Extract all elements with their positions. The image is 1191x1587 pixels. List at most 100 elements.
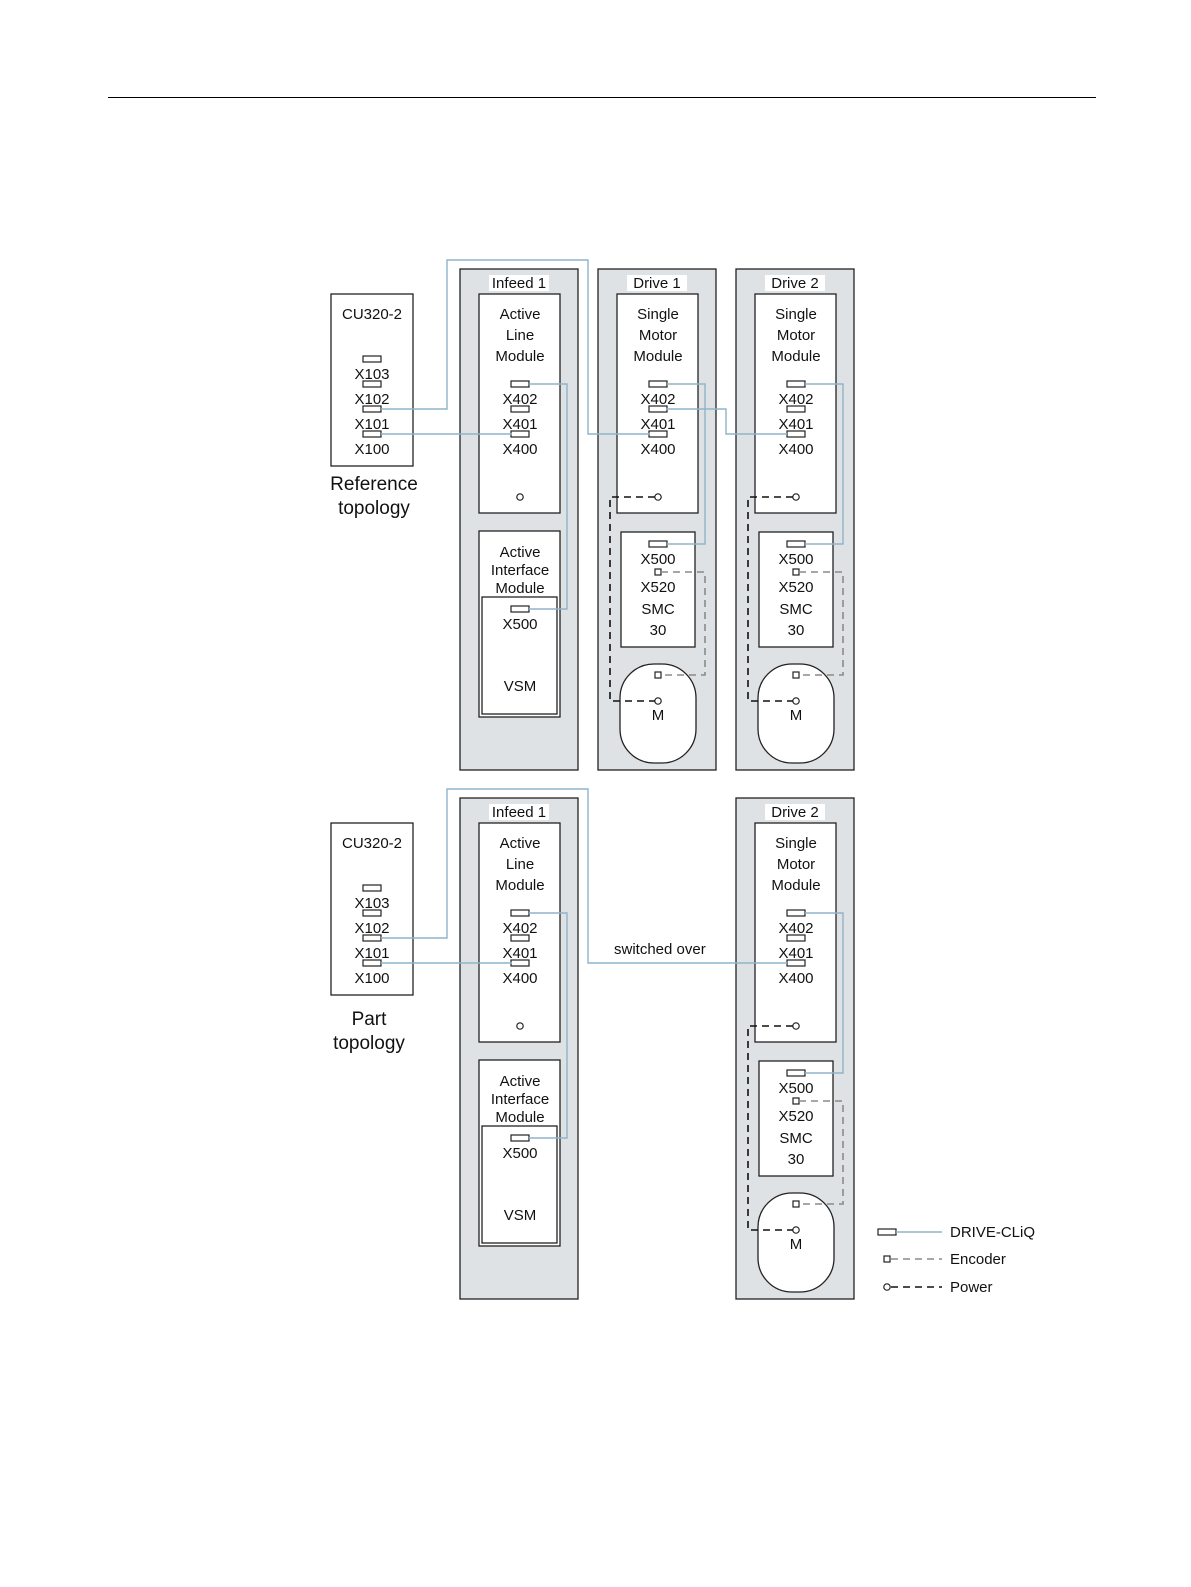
infeed-title: Infeed 1	[492, 275, 546, 292]
smc-label: SMC	[779, 601, 813, 618]
alm-port-label: X401	[502, 945, 537, 962]
alm-port-connector	[510, 430, 530, 438]
panel-title-bg	[489, 275, 549, 291]
smc-x500-connector	[786, 540, 806, 548]
drivecliq-link-x402-smc	[805, 912, 844, 1074]
cu-title: CU320-2	[342, 835, 402, 852]
encoder-cable	[799, 571, 844, 676]
legend-drivecliq-label: DRIVE-CLiQ	[950, 1224, 1035, 1241]
smm-label: Module	[771, 348, 820, 365]
motor-label: M	[790, 1236, 803, 1253]
panel-title-bg	[765, 275, 825, 291]
legend-encoder-icon	[883, 1255, 891, 1263]
vsm-port-connector	[510, 605, 530, 613]
drive-title: Drive 1	[633, 275, 681, 292]
aim-label: Active	[500, 544, 541, 561]
motor-encoder-connector	[654, 671, 662, 679]
single-motor-module-box	[616, 293, 699, 514]
alm-label: Line	[506, 856, 534, 873]
vsm-port-connector	[510, 1134, 530, 1142]
alm-label: Active	[500, 306, 541, 323]
cu-port-connector	[362, 380, 382, 388]
motor-power-terminal	[654, 697, 662, 705]
cu-port-connector	[362, 959, 382, 967]
motor-shape	[619, 663, 697, 764]
aim-label: Module	[495, 1109, 544, 1126]
vsm-port-label: X500	[502, 1145, 537, 1162]
active-line-module-box	[478, 822, 561, 1043]
drive-title: Drive 2	[771, 275, 819, 292]
panel-title-bg	[489, 804, 549, 820]
smm-port-label: X400	[778, 970, 813, 987]
smm-power-terminal	[654, 493, 662, 501]
switched-over-label: switched over	[614, 941, 706, 958]
cu-port-label: X102	[354, 391, 389, 408]
smc-label: 30	[650, 622, 667, 639]
motor-label: M	[790, 707, 803, 724]
smm-port-connector	[786, 380, 806, 388]
smm-port-label: X400	[640, 441, 675, 458]
drivecliq-link-cu-x102-drive1-x401	[381, 259, 650, 435]
aim-label: Active	[500, 1073, 541, 1090]
drivecliq-link-x402-x500	[529, 383, 568, 610]
drivecliq-link-x402-x500	[529, 912, 568, 1139]
alm-label: Module	[495, 348, 544, 365]
vsm-port-label: X500	[502, 616, 537, 633]
motor-encoder-connector	[792, 671, 800, 679]
power-cable	[609, 496, 655, 702]
encoder-cable	[799, 1100, 844, 1205]
reference-caption: topology	[338, 498, 410, 519]
smc-x520-connector	[654, 568, 662, 576]
motor-encoder-connector	[792, 1200, 800, 1208]
smm-port-label: X401	[640, 416, 675, 433]
smc-port-label: X520	[778, 579, 813, 596]
alm-port-connector	[510, 959, 530, 967]
power-cable	[747, 496, 793, 702]
smm-port-label: X402	[778, 391, 813, 408]
drivecliq-link-x402-smc	[805, 383, 844, 545]
cu-port-label: X101	[354, 945, 389, 962]
smc-port-label: X500	[778, 1080, 813, 1097]
smc-label: SMC	[641, 601, 675, 618]
smm-port-connector	[786, 430, 806, 438]
smc-label: 30	[788, 622, 805, 639]
smm-port-connector	[786, 959, 806, 967]
smm-power-terminal	[792, 1022, 800, 1030]
smc-x520-connector	[792, 1097, 800, 1105]
alm-port-connector	[510, 405, 530, 413]
smm-port-connector	[648, 405, 668, 413]
alm-label: Module	[495, 877, 544, 894]
panel-title-bg	[627, 275, 687, 291]
smm-label: Motor	[777, 327, 815, 344]
smm-label: Single	[775, 306, 817, 323]
drivecliq-link-drive1-x401-drive2-x400	[666, 408, 787, 435]
smm-label: Single	[637, 306, 679, 323]
smc30-box	[758, 1060, 834, 1177]
cu-port-label: X103	[354, 895, 389, 912]
smc-x520-connector	[792, 568, 800, 576]
aim-label: Interface	[491, 562, 549, 579]
alm-power-terminal	[516, 493, 524, 501]
smm-port-label: X402	[640, 391, 675, 408]
smc-port-label: X520	[778, 1108, 813, 1125]
smc-port-label: X500	[640, 551, 675, 568]
smc-port-label: X520	[640, 579, 675, 596]
smm-port-connector	[786, 934, 806, 942]
smm-port-connector	[786, 405, 806, 413]
legend-encoder-label: Encoder	[950, 1251, 1006, 1268]
header-rule	[108, 97, 1096, 98]
single-motor-module-box	[754, 293, 837, 514]
cu-port-label: X102	[354, 920, 389, 937]
smc-x500-connector	[648, 540, 668, 548]
smc30-box	[620, 531, 696, 648]
alm-port-label: X400	[502, 441, 537, 458]
drivecliq-link-cu-x102-drive2-x401	[381, 788, 787, 964]
infeed-title: Infeed 1	[492, 804, 546, 821]
alm-label: Line	[506, 327, 534, 344]
cu-port-label: X100	[354, 970, 389, 987]
smm-label: Motor	[777, 856, 815, 873]
smc-port-label: X500	[778, 551, 813, 568]
smm-label: Module	[771, 877, 820, 894]
single-motor-module-box	[754, 822, 837, 1043]
power-cable	[747, 1025, 793, 1231]
